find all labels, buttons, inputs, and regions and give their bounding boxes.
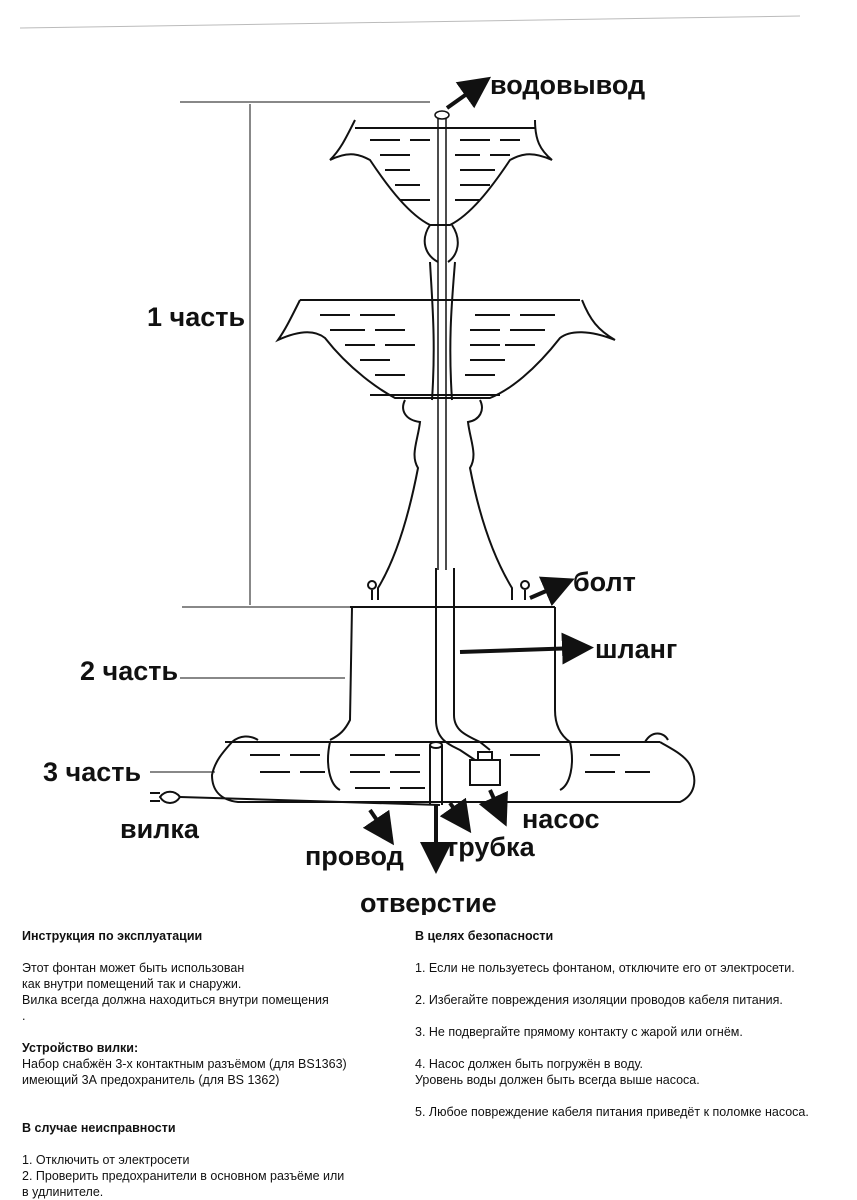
fault-section-title: В случае неисправности	[22, 1121, 176, 1135]
intro-line: Этот фонтан может быть использован	[22, 961, 245, 975]
middle-bowl-water	[320, 314, 555, 376]
safety-item: 5. Любое повреждение кабеля питания прив…	[415, 1105, 809, 1119]
scan-edge-line	[19, 15, 801, 29]
plug-section-title: Устройство вилки:	[22, 1041, 139, 1055]
plug-line: имеющий 3А предохранитель (для BS 1362)	[22, 1073, 280, 1087]
label-wire: провод	[305, 841, 404, 871]
label-plug: вилка	[120, 814, 200, 844]
upper-bowl-water	[370, 139, 520, 201]
safety-item: Уровень воды должен быть всегда выше нас…	[415, 1073, 700, 1087]
intro-line: Вилка всегда должна находиться внутри по…	[22, 993, 329, 1007]
fault-line: в удлинителе.	[22, 1185, 104, 1199]
label-part3: 3 часть	[43, 757, 141, 787]
safety-item: 2. Избегайте повреждения изоляции провод…	[415, 993, 783, 1007]
part3-basin	[210, 732, 696, 803]
safety-item: 4. Насос должен быть погружён в воду.	[415, 1057, 643, 1071]
label-hole: отверстие	[360, 888, 497, 915]
fountain-diagram: водовывод 1 часть болт шланг 2 часть 3 ч…	[19, 15, 801, 915]
fault-line: 1. Отключить от электросети	[22, 1153, 190, 1167]
part1-bracket	[180, 101, 430, 608]
safety-item: 1. Если не пользуетесь фонтаном, отключи…	[415, 961, 795, 975]
label-tube: трубка	[445, 832, 536, 862]
plug	[150, 790, 441, 806]
hose	[435, 568, 491, 761]
callout-arrows	[362, 76, 594, 874]
safety-column: В целях безопасности 1. Если не пользует…	[415, 928, 845, 1120]
instructions-title: Инструкция по эксплуатации	[22, 929, 203, 943]
pump	[469, 751, 501, 786]
part2-base	[329, 580, 571, 743]
label-hose: шланг	[595, 634, 677, 664]
label-pump: насос	[522, 804, 600, 834]
central-tube	[434, 110, 450, 570]
intro-line: .	[22, 1009, 26, 1023]
upper-bowl	[329, 119, 553, 263]
label-part1: 1 часть	[147, 302, 245, 332]
fault-line: 2. Проверить предохранители в основном р…	[22, 1169, 345, 1183]
safety-item: 3. Не подвергайте прямому контакту с жар…	[415, 1025, 743, 1039]
label-outlet: водовывод	[490, 70, 645, 100]
safety-title: В целях безопасности	[415, 929, 554, 943]
instructions-column: Инструкция по эксплуатации Этот фонтан м…	[22, 928, 402, 1200]
label-bolt: болт	[573, 567, 636, 597]
outlet-tube	[429, 741, 443, 805]
middle-bowl	[275, 299, 616, 399]
fountain-column	[377, 261, 513, 600]
label-part2: 2 часть	[80, 656, 178, 686]
basin-water	[250, 754, 650, 789]
intro-line: как внутри помещений так и снаружи.	[22, 977, 242, 991]
plug-line: Набор снабжён 3-х контактным разъёмом (д…	[22, 1057, 347, 1071]
